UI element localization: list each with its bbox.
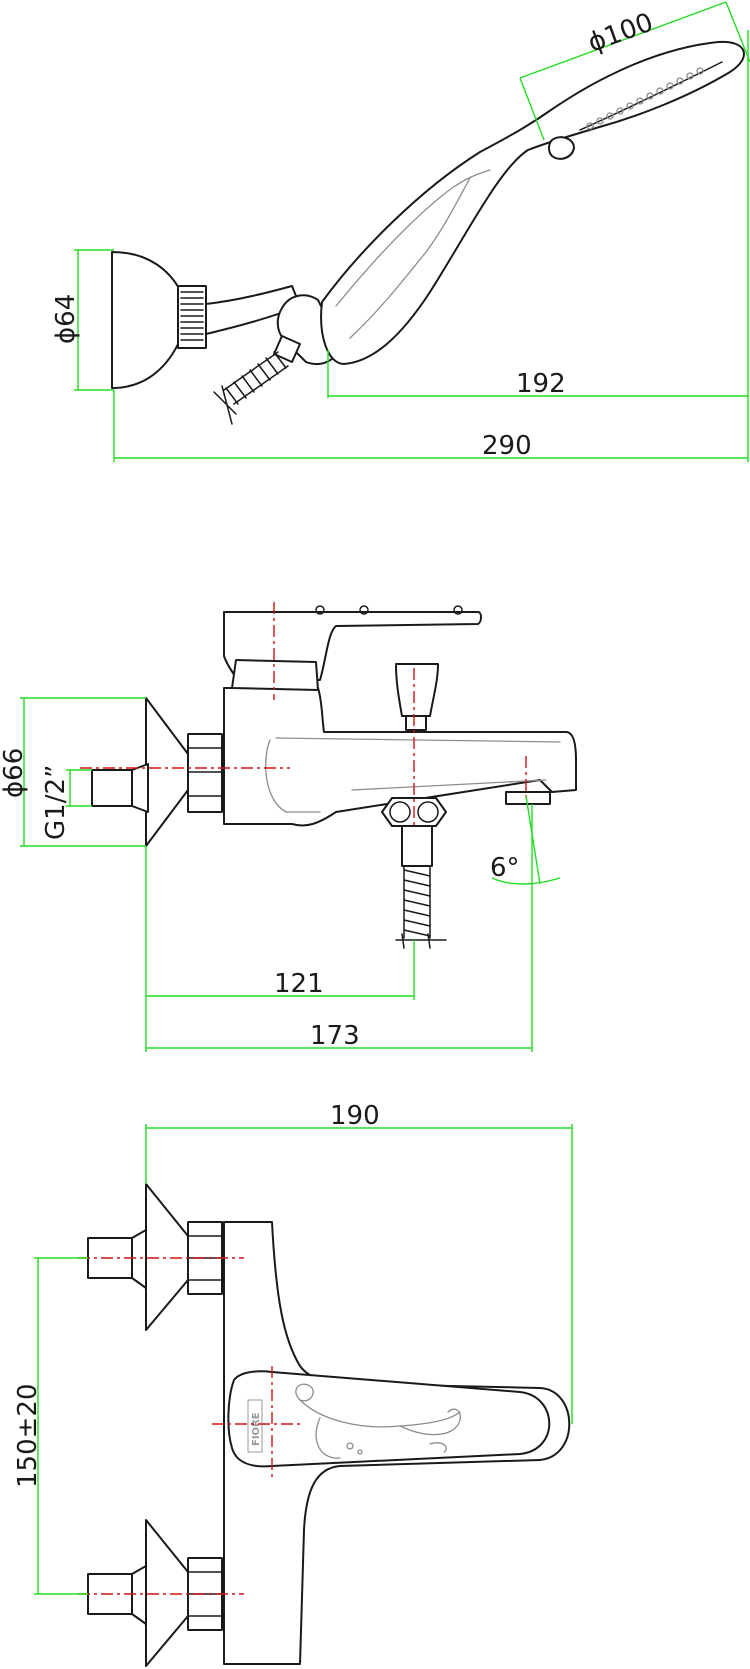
handle-inner-line (335, 169, 491, 307)
top-lever-decoration (295, 1383, 461, 1459)
dim-centers: 150±20 (13, 1384, 43, 1489)
top-flange-upper (145, 1183, 189, 1331)
hose-nut (273, 335, 301, 363)
brand-logo-text: FIORE (251, 1412, 262, 1446)
top-lever-plate (227, 1370, 551, 1468)
hose-break (213, 385, 237, 425)
dimensions-view-3 (34, 1124, 573, 1595)
mixer-top-view: FIORE (87, 1183, 571, 1667)
top-inlet-upper-cone (131, 1229, 147, 1289)
dim-173: 173 (310, 1021, 360, 1051)
dim-head-diameter: ϕ100 (584, 8, 657, 59)
hose-coils (225, 351, 287, 405)
top-inlet-lower-cone (131, 1565, 147, 1625)
dim-190: 190 (330, 1101, 380, 1131)
hand-shower-view (111, 40, 745, 425)
side-inlet (91, 769, 139, 807)
spray-nozzles (586, 67, 704, 130)
side-nut (187, 733, 223, 813)
dimensions-view-1 (74, 1, 750, 462)
side-lever-base (231, 659, 319, 691)
top-flange-lower (145, 1519, 189, 1667)
handle-inner-line-2 (349, 177, 471, 339)
side-body-inner (265, 737, 561, 813)
holder-ring (177, 285, 207, 349)
dimensions-view-2 (20, 697, 561, 1052)
centerlines-view-3 (78, 1257, 300, 1595)
side-lever-bump-2 (359, 605, 369, 615)
holder-ring-ribs (180, 291, 204, 341)
side-inlet-cone (131, 763, 149, 813)
dim-holder-diameter: ϕ64 (51, 294, 81, 344)
side-spout-aerator (505, 791, 551, 805)
side-diverter-knob (395, 663, 439, 717)
centerlines-view-2 (80, 602, 527, 826)
dim-angle: 6° (490, 853, 520, 883)
hand-shower-body (320, 40, 745, 365)
dim-192: 192 (516, 369, 566, 399)
side-hose-coils (403, 869, 431, 937)
brand-logo: FIORE (247, 1399, 263, 1453)
side-lever-bump-3 (453, 605, 463, 615)
side-lever-bump-1 (315, 605, 325, 615)
shower-button (548, 136, 575, 160)
spray-face (579, 61, 723, 131)
side-diverter-stem (405, 715, 427, 731)
holder-dome (111, 251, 181, 389)
dim-thread: G1/2” (41, 765, 71, 840)
mixer-side-view (91, 605, 577, 949)
dim-flange-diameter: ϕ66 (0, 748, 29, 798)
side-body (223, 687, 577, 827)
dim-290: 290 (482, 431, 532, 461)
side-flange (145, 697, 189, 847)
side-hose-sleeve (401, 825, 433, 867)
dim-121: 121 (274, 969, 324, 999)
